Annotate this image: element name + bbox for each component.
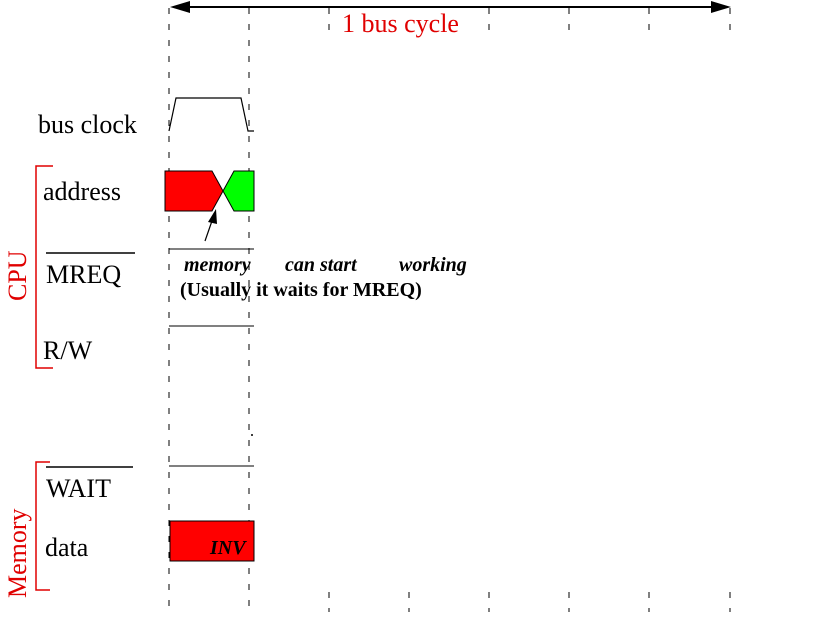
signal-label-wait: WAIT: [46, 474, 111, 503]
group-label-cpu: CPU: [3, 250, 32, 301]
bus-cycle-arrow: [170, 1, 731, 13]
annotation-arrowhead-icon: [208, 209, 217, 224]
annotation-working: working: [399, 254, 467, 276]
annotation-waits: (Usually it waits for MREQ): [180, 279, 422, 301]
address-valid-segment: [222, 170, 255, 212]
signal-label-bus-clock: bus clock: [38, 110, 137, 139]
address-invalid-segment: [164, 170, 224, 212]
arrowhead-right-icon: [711, 1, 731, 13]
memory-bracket: [35, 461, 50, 591]
bus-clock-waveform: [168, 97, 254, 132]
group-label-memory: Memory: [3, 508, 32, 598]
annotation-memory: memory: [184, 254, 251, 276]
annotation-can-start: can start: [285, 254, 358, 276]
data-invalid-segment: [169, 520, 255, 562]
signal-label-mreq: MREQ: [46, 260, 121, 289]
bus-cycle-label: 1 bus cycle: [342, 9, 459, 38]
data-invalid-label: INV: [209, 537, 247, 559]
time-grid: [168, 8, 731, 616]
signal-label-data: data: [45, 533, 89, 562]
stray-dot: [251, 434, 253, 436]
cpu-bracket: [35, 165, 53, 369]
signal-label-rw: R/W: [43, 336, 93, 365]
arrowhead-left-icon: [170, 1, 190, 13]
signal-label-address: address: [43, 177, 121, 206]
